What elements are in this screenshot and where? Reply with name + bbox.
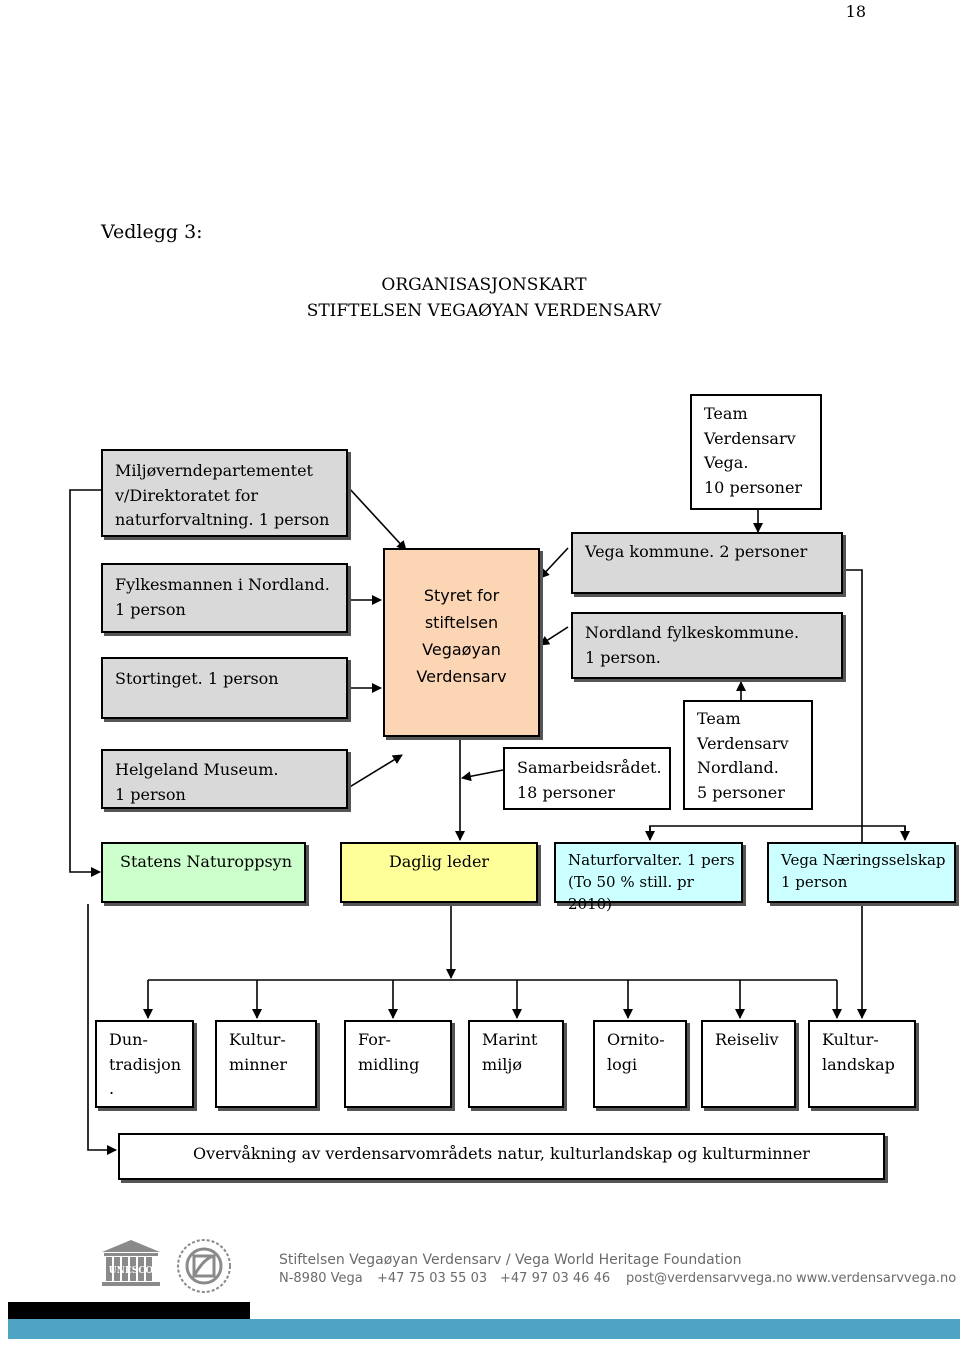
footer-phone-2: +47 97 03 46 46 [500, 1271, 611, 1286]
footer-bar-spacer [250, 1302, 960, 1319]
chart-title-line2: STIFTELSEN VEGAØYAN VERDENSARV [306, 301, 662, 321]
page-number: 18 [845, 2, 866, 21]
box-samarbeidsradet: Samarbeidsrådet. 18 personer [503, 747, 671, 810]
box-stortinget: Stortinget. 1 person [101, 657, 348, 719]
box-fylkesmannen: Fylkesmannen i Nordland. 1 person [101, 563, 348, 633]
footer-phone-1: +47 75 03 55 03 [377, 1271, 488, 1286]
box-vega-kommune: Vega kommune. 2 personer [571, 532, 843, 594]
box-team-verdensarv-vega: Team Verdensarv Vega. 10 personer [690, 394, 822, 510]
box-miljoverndepartementet: Miljøverndepartementet v/Direktoratet fo… [101, 449, 348, 537]
svg-text:UNESCO: UNESCO [109, 1266, 154, 1276]
footer-foundation-name: Stiftelsen Vegaøyan Verdensarv / Vega Wo… [279, 1252, 742, 1268]
footer-bar-black [8, 1302, 250, 1319]
box-vega-naeringsselskap: Vega Næringsselskap 1 person [767, 842, 956, 903]
box-naturforvalter: Naturforvalter. 1 pers (To 50 % still. p… [554, 842, 743, 913]
box-daglig-leder: Daglig leder [340, 842, 538, 903]
box-ornitologi: Ornito- logi [593, 1020, 687, 1108]
box-formidling: For- midling [344, 1020, 452, 1108]
box-overvaking: Overvåkning av verdensarvområdets natur,… [118, 1133, 885, 1180]
footer-email-link[interactable]: post@verdensarvvega.no [626, 1271, 793, 1286]
box-statens-naturoppsyn: Statens Naturoppsyn [101, 842, 306, 903]
footer-bar-blue [8, 1319, 960, 1339]
footer-address: N-8980 Vega [279, 1271, 363, 1286]
box-marint-miljo: Marint miljø [468, 1020, 564, 1108]
footer-web-link[interactable]: www.verdensarvvega.no [796, 1271, 957, 1286]
box-kulturlandskap: Kultur- landskap [808, 1020, 916, 1108]
unesco-logo-icon: UNESCO [100, 1240, 162, 1290]
box-team-verdensarv-nordland: Team Verdensarv Nordland. 5 personer [683, 700, 813, 810]
box-kulturminner: Kultur- minner [215, 1020, 317, 1108]
world-heritage-emblem-icon [176, 1238, 232, 1294]
chart-title-line1: ORGANISASJONSKART [381, 275, 587, 295]
appendix-heading: Vedlegg 3: [101, 221, 203, 243]
box-reiseliv: Reiseliv [701, 1020, 796, 1108]
box-duntradisjon: Dun- tradisjon . [95, 1020, 194, 1108]
box-styret: Styret for stiftelsen Vegaøyan Verdensar… [383, 548, 540, 737]
box-helgeland-museum: Helgeland Museum. 1 person [101, 749, 348, 809]
box-nordland-fylkeskommune: Nordland fylkeskommune. 1 person. [571, 612, 843, 679]
